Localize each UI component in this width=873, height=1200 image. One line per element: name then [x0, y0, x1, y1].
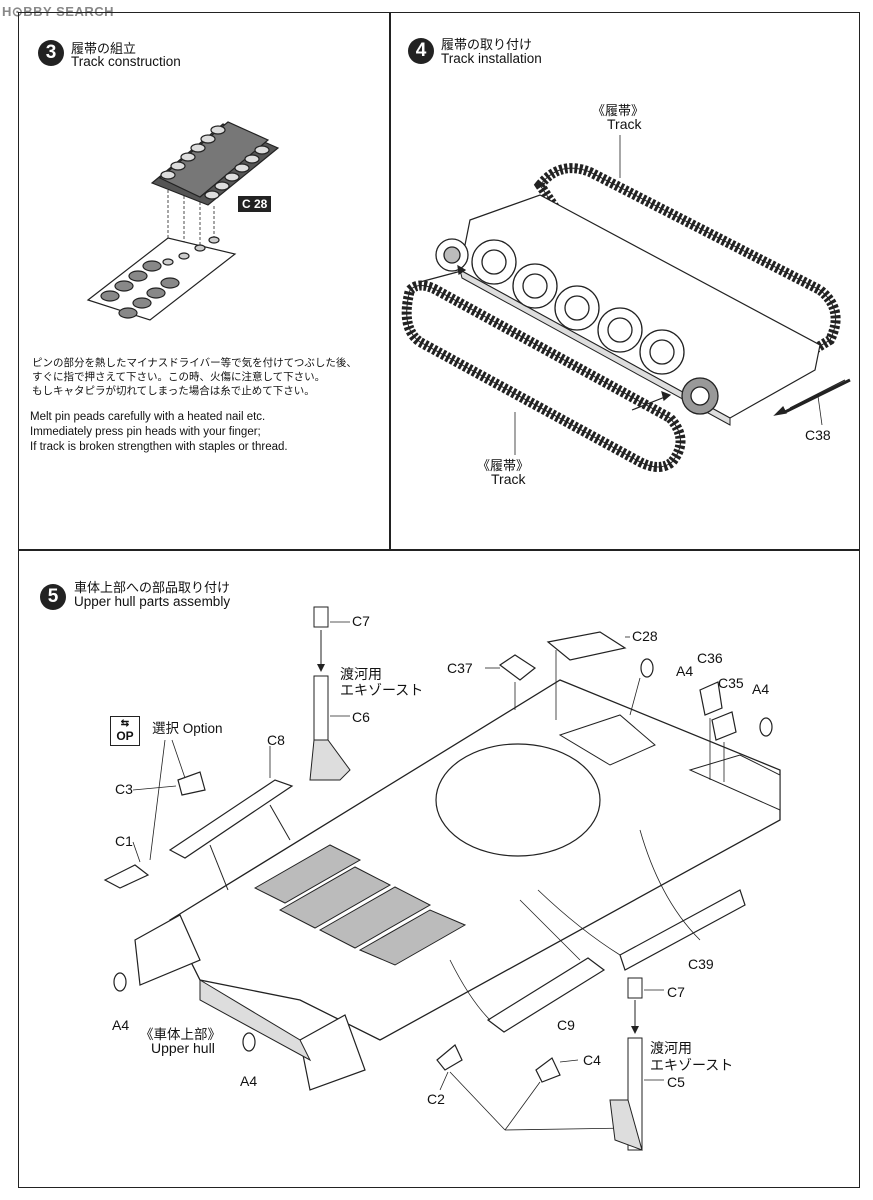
step3-number: 3	[38, 40, 64, 66]
part-c36: C36	[697, 650, 723, 666]
step3-title-en: Track construction	[71, 54, 181, 69]
part-c37: C37	[447, 660, 473, 676]
upper-hull-label-en: Upper hull	[151, 1040, 215, 1056]
part-c1: C1	[115, 833, 133, 849]
step3-note-en: Melt pin peads carefully with a heated n…	[30, 410, 288, 455]
part-c35: C35	[718, 675, 744, 691]
part-c9: C9	[557, 1017, 575, 1033]
step5-title-en: Upper hull parts assembly	[74, 594, 231, 609]
exhaust2-label-jp-2: エキゾースト	[650, 1057, 734, 1073]
track-bottom-label-en: Track	[491, 471, 526, 487]
option-icon-text: OP	[116, 729, 134, 743]
exhaust-label-jp-1: 渡河用	[340, 666, 382, 682]
part-c28: C28	[632, 628, 658, 644]
part-c39: C39	[688, 956, 714, 972]
track-top-label-jp: 《履帯》	[592, 103, 645, 118]
part-c8: C8	[267, 732, 285, 748]
part-c2: C2	[427, 1091, 445, 1107]
step3-note-jp-line3: もしキャタピラが切れてしまった場合は糸で止めて下さい。	[32, 385, 315, 397]
step3-note-jp-line1: ピンの部分を熱したマイナスドライバー等で気を付けてつぶした後、	[32, 357, 357, 369]
step3-note-en-line2: Immediately press pin heads with your fi…	[30, 426, 261, 438]
part-c38-label: C38	[805, 427, 831, 443]
step4-title-jp: 履帯の取り付け	[441, 37, 533, 52]
step4-number: 4	[408, 38, 434, 64]
part-c28-badge: C 28	[238, 196, 272, 212]
part-c3: C3	[115, 781, 133, 797]
part-a4-bottom: A4	[240, 1073, 258, 1089]
step3-note-en-line3: If track is broken strengthen with stapl…	[30, 441, 288, 453]
part-c4: C4	[583, 1052, 601, 1068]
exhaust2-label-jp-1: 渡河用	[650, 1040, 692, 1056]
part-c6: C6	[352, 709, 370, 725]
part-a4-right: A4	[752, 681, 770, 697]
panel-step4	[389, 12, 860, 551]
part-a4-left: A4	[112, 1017, 130, 1033]
hobby-search-logo: H⊙BBY SEARCH	[2, 4, 114, 19]
panel-step3	[18, 12, 391, 551]
part-c7-top: C7	[352, 613, 370, 629]
part-c5: C5	[667, 1074, 685, 1090]
exhaust-label-jp-2: エキゾースト	[340, 682, 424, 698]
step3-title-jp: 履帯の組立	[71, 41, 137, 56]
option-label: 選択 Option	[152, 721, 223, 736]
arrows-icon: ⇆	[120, 718, 130, 729]
part-c7-bottom: C7	[667, 984, 685, 1000]
step3-note-en-line1: Melt pin peads carefully with a heated n…	[30, 411, 266, 423]
option-icon: ⇆ OP	[110, 716, 140, 746]
step5-number: 5	[40, 584, 66, 610]
part-a4-top: A4	[676, 663, 694, 679]
step4-title-en: Track installation	[441, 51, 542, 66]
panel-step5	[18, 549, 860, 1188]
step5-title-jp: 車体上部への部品取り付け	[74, 580, 231, 595]
track-top-label-en: Track	[607, 116, 642, 132]
step3-note-jp: ピンの部分を熱したマイナスドライバー等で気を付けてつぶした後、 すぐに指で押さえ…	[32, 356, 357, 398]
step3-note-jp-line2: すぐに指で押さえて下さい。この時、火傷に注意して下さい。	[32, 371, 326, 383]
